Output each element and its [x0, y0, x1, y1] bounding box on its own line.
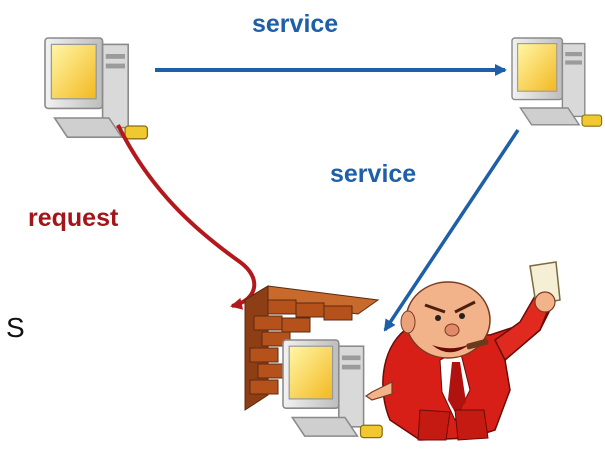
service-arrow-diagonal [383, 129, 520, 332]
computer-icon [511, 37, 603, 127]
request-label: request [28, 204, 119, 232]
request-arrow [116, 124, 257, 310]
computer-icon [44, 37, 149, 140]
firewall-icon [243, 285, 380, 411]
service-label-diagonal: service [330, 160, 417, 188]
service-label-top: service [252, 10, 339, 38]
partial-text-left: S [6, 312, 25, 343]
angry-boss-icon [364, 261, 561, 441]
computer-icon [282, 339, 383, 439]
